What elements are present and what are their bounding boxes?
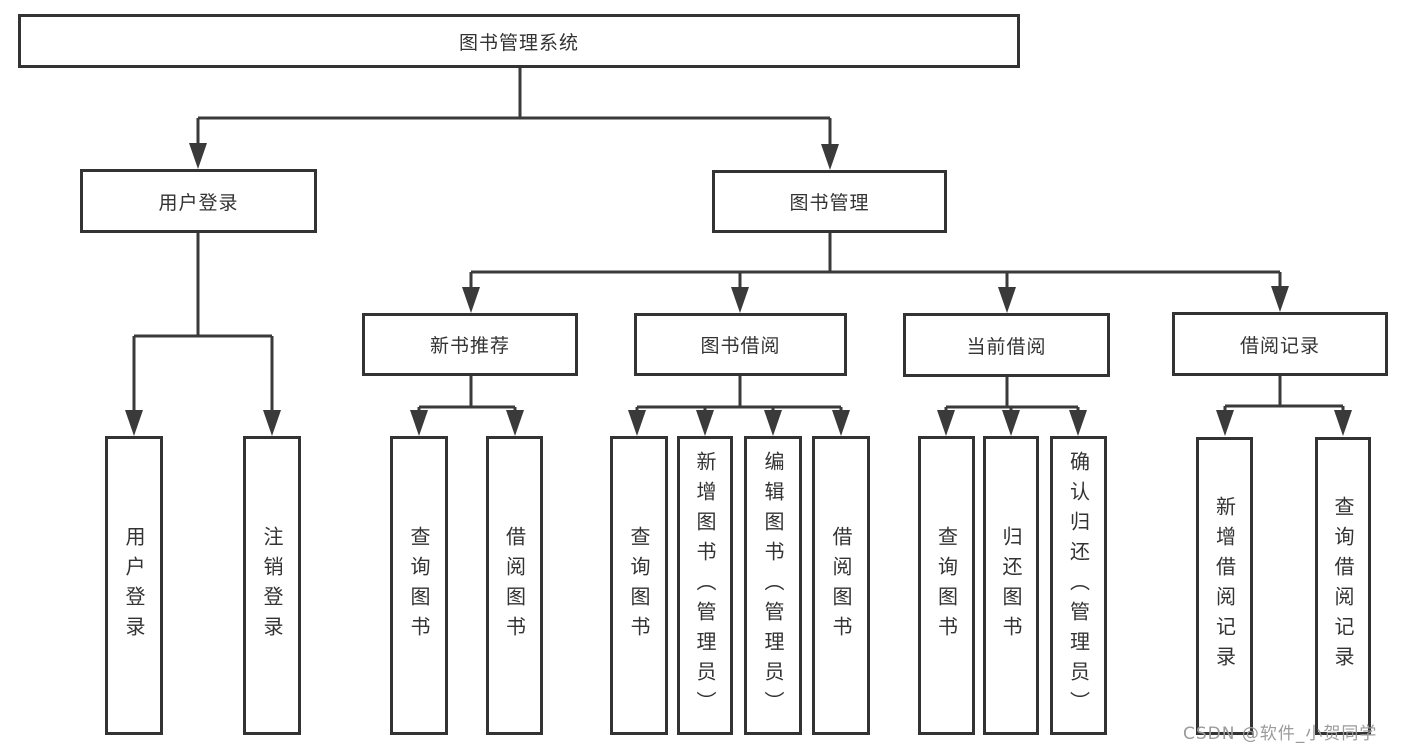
leaf-add-borrow-record: 新增借阅记录 (1196, 437, 1253, 735)
leaf-confirm-return-admin: 确认归还（管理员） (1050, 436, 1107, 735)
arrow-down-icon (125, 410, 143, 436)
arrow-down-icon (1216, 410, 1234, 436)
connector-login-to-leaves (132, 233, 274, 412)
leaf-logout: 注销登录 (243, 436, 301, 735)
arrow-down-icon (832, 410, 850, 436)
arrow-down-icon (731, 287, 749, 313)
arrow-down-icon (1002, 410, 1020, 436)
leaf-query-books-recommend: 查询图书 (390, 436, 448, 735)
arrow-down-icon (1069, 410, 1087, 436)
leaf-borrow-books-recommend: 借阅图书 (486, 436, 543, 735)
arrow-down-icon (937, 410, 955, 436)
connector-root-to-level2 (196, 68, 832, 145)
node-current-borrow: 当前借阅 (903, 313, 1110, 377)
connector-records-to-leaves (1223, 376, 1345, 412)
arrow-down-icon (410, 410, 428, 436)
node-book-borrow: 图书借阅 (634, 313, 847, 376)
node-book-manage: 图书管理 (712, 170, 947, 233)
leaf-return-books: 归还图书 (983, 436, 1039, 735)
leaf-edit-books-admin: 编辑图书（管理员） (744, 436, 802, 735)
csdn-watermark: CSDN @软件_小贺同学 (1183, 724, 1378, 744)
arrow-down-icon (821, 144, 839, 170)
arrow-down-icon (506, 410, 524, 436)
leaf-add-books-admin: 新增图书（管理员） (677, 436, 733, 735)
arrow-down-icon (998, 287, 1016, 313)
node-root-system: 图书管理系统 (18, 14, 1020, 68)
node-new-book-recommend: 新书推荐 (362, 313, 578, 376)
leaf-query-books-current: 查询图书 (918, 436, 975, 735)
leaf-query-books-borrow: 查询图书 (610, 436, 668, 735)
node-user-login: 用户登录 (80, 169, 317, 233)
arrow-down-icon (263, 410, 281, 436)
arrow-down-icon (696, 410, 714, 436)
connector-current-to-leaves (944, 377, 1080, 412)
arrow-down-icon (764, 410, 782, 436)
leaf-user-login: 用户登录 (105, 436, 163, 735)
arrow-down-icon (462, 287, 480, 313)
arrow-down-icon (628, 410, 646, 436)
node-borrow-records: 借阅记录 (1172, 312, 1388, 376)
connector-borrow-to-leaves (635, 376, 843, 412)
arrow-down-icon (1334, 410, 1352, 436)
arrow-down-icon (1271, 286, 1289, 312)
leaf-borrow-books: 借阅图书 (812, 436, 870, 735)
arrow-down-icon (189, 143, 207, 169)
connector-recommend-to-leaves (417, 376, 517, 412)
leaf-query-borrow-record: 查询借阅记录 (1315, 437, 1371, 735)
connector-manage-to-level3 (469, 233, 1282, 289)
